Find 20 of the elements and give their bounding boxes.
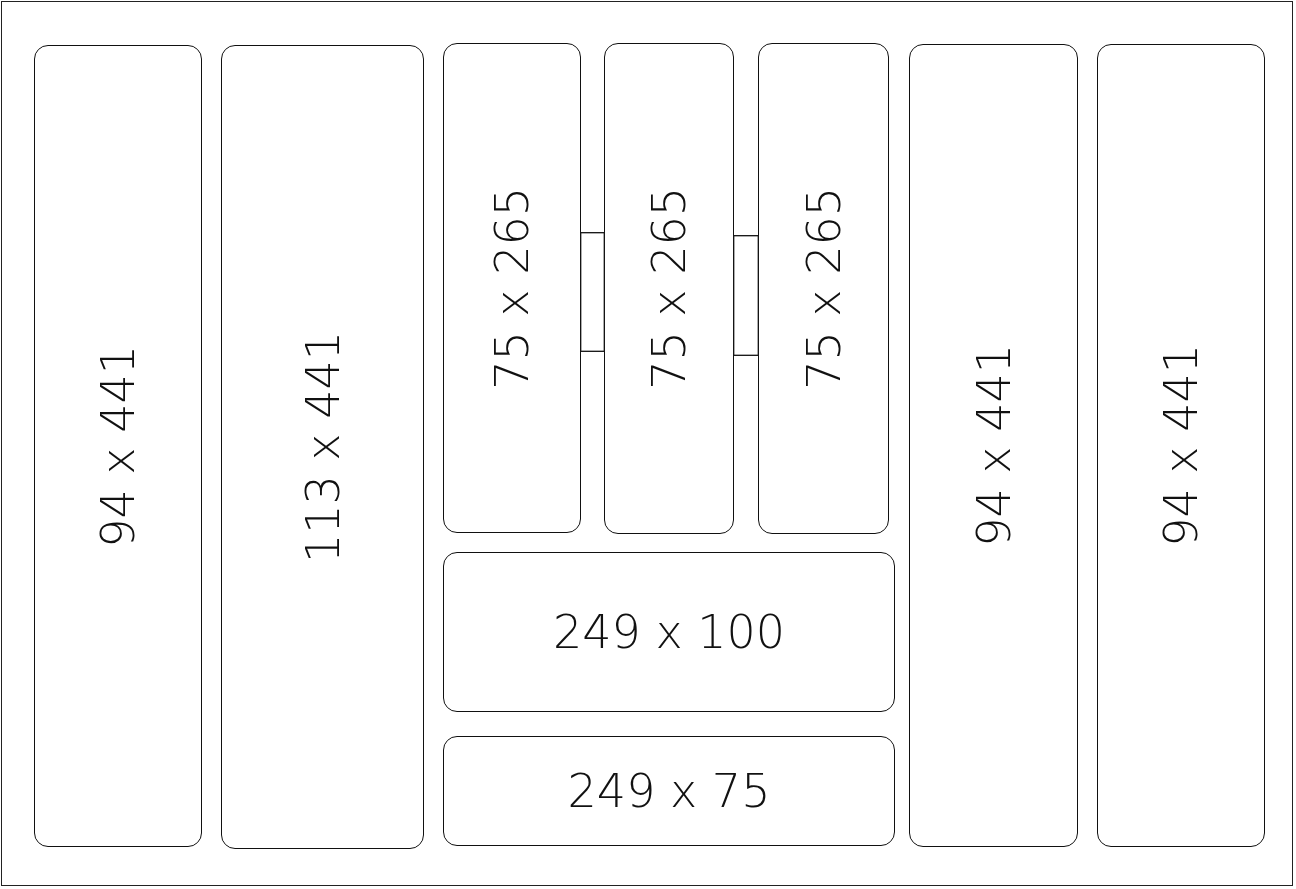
- dimension-label: 113 x 441: [299, 330, 346, 564]
- dimension-label: 249 x 100: [552, 609, 786, 655]
- compartment: [1097, 44, 1265, 847]
- dimension-label: 75 x 265: [489, 186, 535, 390]
- compartment: [443, 736, 895, 846]
- compartment: [758, 43, 889, 534]
- compartment: [443, 552, 895, 712]
- dimension-label: 94 x 441: [1158, 344, 1204, 547]
- compartment: [34, 45, 202, 847]
- dimension-label: 75 x 265: [646, 187, 692, 390]
- compartment: [221, 45, 424, 849]
- compartment: [443, 43, 581, 533]
- connecting-slot: [733, 235, 759, 356]
- dimension-label: 75 x 265: [800, 187, 847, 390]
- dimension-label: 249 x 75: [567, 768, 771, 814]
- dimension-label: 94 x 441: [95, 344, 141, 548]
- compartment: [909, 44, 1078, 847]
- connecting-slot: [580, 232, 605, 352]
- dimension-label: 94 x 441: [970, 344, 1017, 547]
- compartment: [604, 43, 734, 534]
